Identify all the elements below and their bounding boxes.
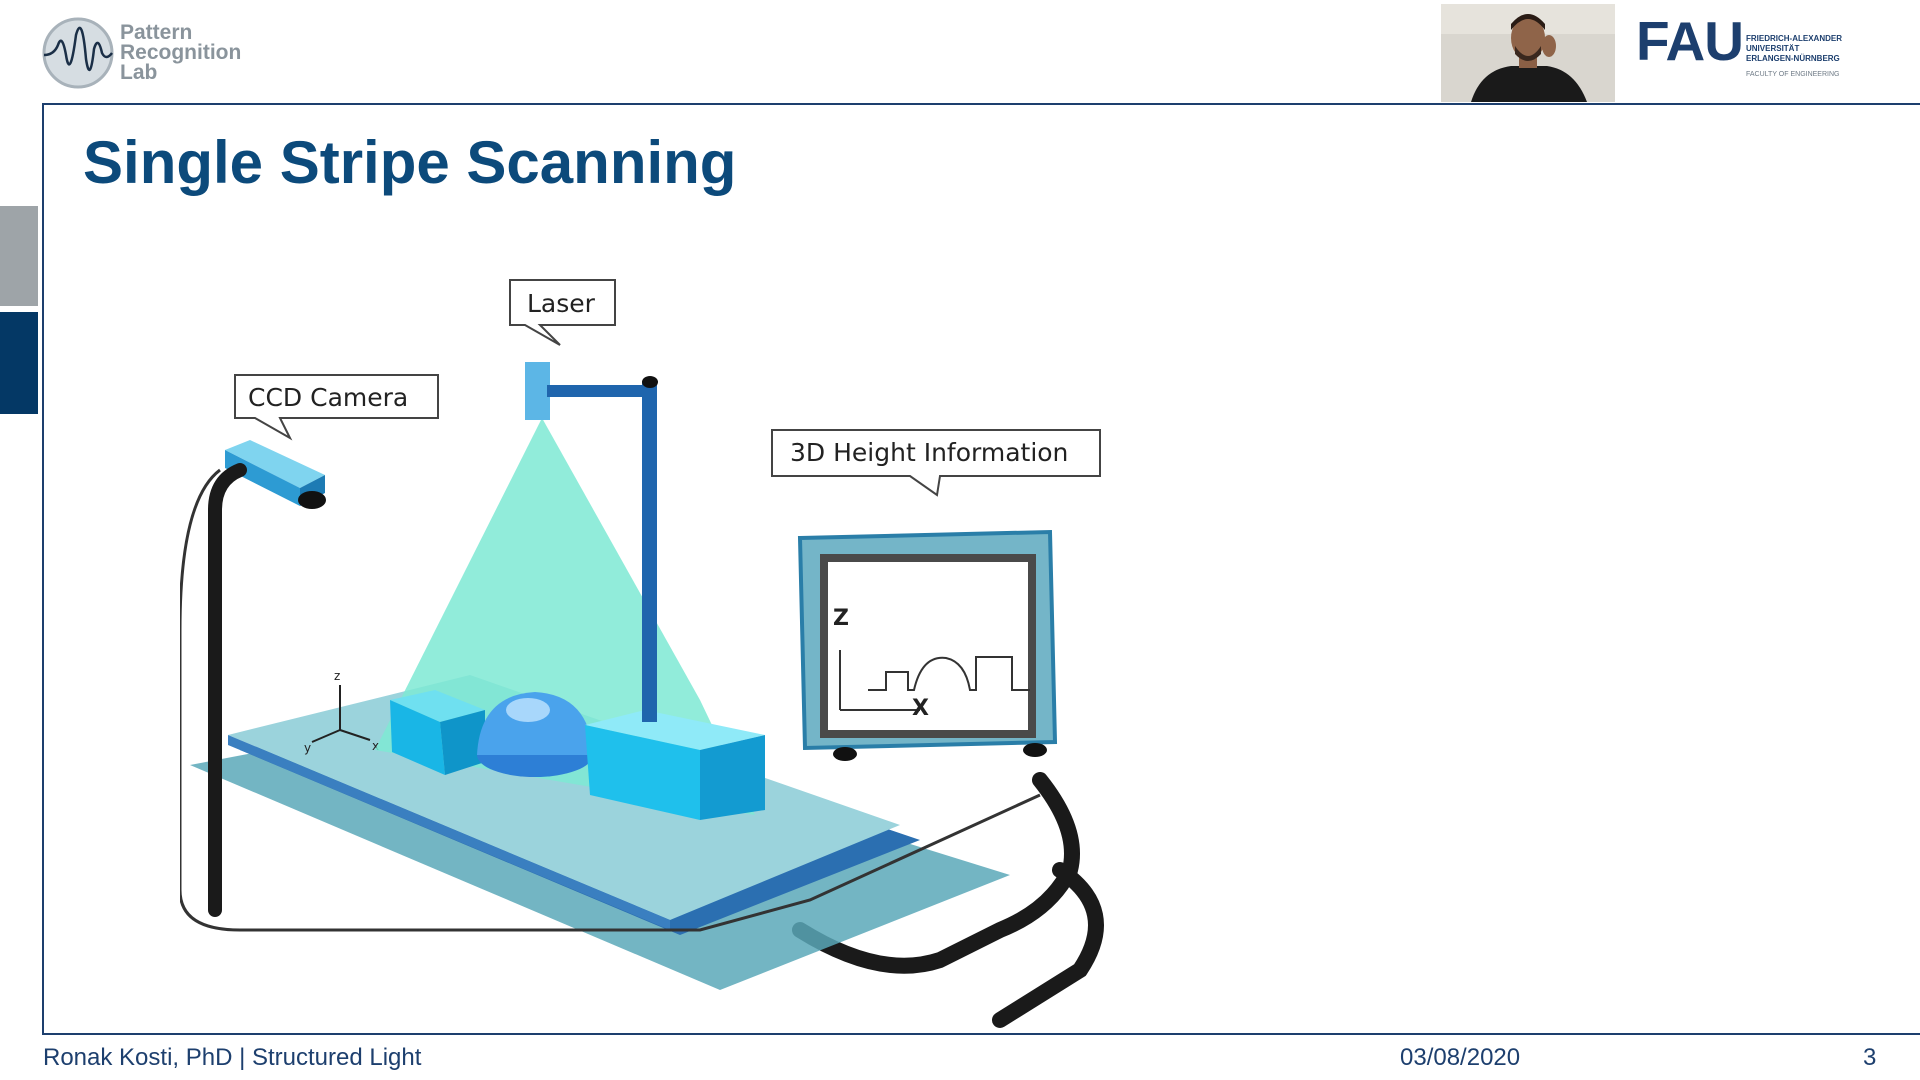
waveform-logo-icon (42, 17, 114, 89)
callout-laser: Laser (509, 279, 616, 346)
side-tab-blue (0, 312, 38, 414)
fau-faculty: FACULTY OF ENGINEERING (1746, 71, 1840, 78)
slide-title: Single Stripe Scanning (83, 129, 737, 196)
footer-date: 03/08/2020 (1400, 1044, 1521, 1071)
graph-z-label: Z (833, 606, 849, 631)
fau-logo-line-1: FRIEDRICH-ALEXANDER (1746, 34, 1842, 43)
lab-logo-line-3: Lab (120, 61, 158, 84)
fau-logo-letters: FAU (1636, 10, 1744, 72)
fau-logo-line-2: UNIVERSITÄT (1746, 44, 1800, 53)
svg-text:CCD Camera: CCD Camera (248, 383, 408, 412)
monitor-display: Z X (797, 529, 1058, 761)
axis-x-small: x (372, 739, 379, 753)
fau-logo: FAU FRIEDRICH-ALEXANDER UNIVERSITÄT ERLA… (1636, 10, 1876, 82)
laser-device (525, 362, 658, 722)
slide-header: Pattern Recognition Lab FAU FRIEDRICH-AL… (0, 0, 1920, 103)
small-axes: z x y (304, 669, 379, 755)
lab-logo-line-2: Recognition (120, 41, 242, 64)
structured-light-setup-illustration: z x y Z (180, 279, 1104, 1028)
slide-frame (42, 103, 1920, 1035)
axis-z-small: z (334, 669, 340, 683)
pattern-recognition-lab-logo: Pattern Recognition Lab (40, 14, 241, 92)
callout-3d-height: 3D Height Information (771, 429, 1101, 497)
svg-text:3D Height Information: 3D Height Information (790, 438, 1068, 467)
footer-author-topic: Ronak Kosti, PhD | Structured Light (43, 1044, 422, 1071)
presenter-webcam (1441, 4, 1615, 102)
scan-objects (390, 690, 765, 820)
callout-ccd-camera: CCD Camera (234, 374, 439, 441)
graph-x-label: X (912, 696, 929, 721)
lab-logo-line-1: Pattern (120, 21, 193, 44)
fau-logo-line-3: ERLANGEN-NÜRNBERG (1746, 54, 1840, 63)
svg-text:Laser: Laser (527, 289, 596, 318)
side-tab-grey (0, 206, 38, 306)
axis-y-small: y (304, 741, 311, 755)
footer-page-number: 3 (1863, 1044, 1877, 1071)
ccd-camera-device (180, 440, 1041, 932)
